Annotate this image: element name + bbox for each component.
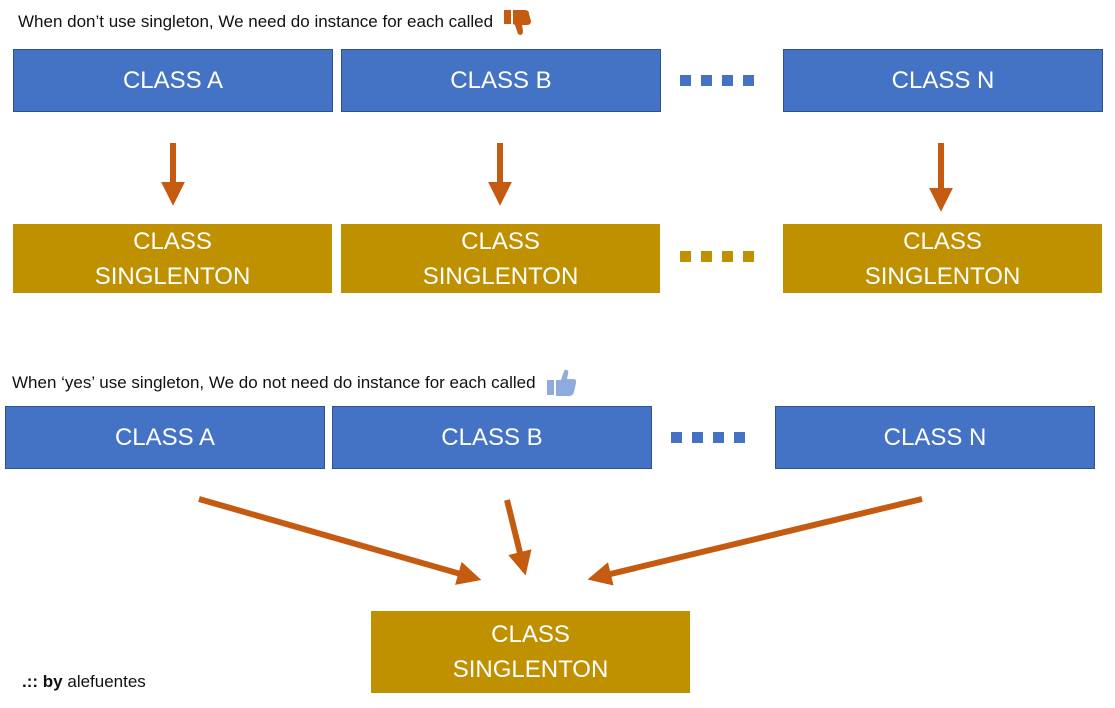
- bottom-class-a-box: CLASS A: [5, 406, 325, 469]
- top-caption-text: When don’t use singleton, We need do ins…: [18, 12, 494, 31]
- top-singleton-box-2: CLASS SINGLENTON: [341, 224, 660, 293]
- top-caption: When don’t use singleton, We need do ins…: [18, 8, 533, 36]
- top-class-n-label: CLASS N: [891, 67, 995, 94]
- singleton-label-line1: CLASS: [903, 227, 982, 255]
- arrow-converge-a: [198, 496, 482, 585]
- bottom-caption-text: When ‘yes’ use singleton, We do not need…: [12, 373, 536, 392]
- singleton-label-line2: SINGLENTON: [864, 262, 1021, 290]
- bottom-class-ellipsis: [671, 432, 745, 443]
- bottom-caption: When ‘yes’ use singleton, We do not need…: [12, 368, 578, 398]
- top-class-a-box: CLASS A: [13, 49, 333, 112]
- top-class-ellipsis: [680, 75, 754, 86]
- thumbs-up-icon: [546, 369, 576, 396]
- bottom-class-b-label: CLASS B: [441, 424, 543, 451]
- singleton-label-line2: SINGLENTON: [94, 262, 251, 290]
- credit-text: .:: by alefuentes: [22, 672, 146, 692]
- top-class-a-label: CLASS A: [122, 67, 224, 94]
- credit-by: by: [42, 672, 63, 691]
- arrow-converge-n: [587, 496, 923, 586]
- singleton-label-line2: SINGLENTON: [452, 656, 609, 683]
- bottom-class-a-label: CLASS A: [114, 424, 216, 451]
- top-singleton-box-n: CLASS SINGLENTON: [783, 224, 1102, 293]
- singleton-label-line1: CLASS: [133, 227, 212, 255]
- arrow-converge-b: [504, 499, 532, 576]
- singleton-label-line2: SINGLENTON: [422, 262, 579, 290]
- top-singleton-ellipsis: [680, 251, 754, 262]
- bottom-singleton-box: CLASS SINGLENTON: [371, 611, 690, 693]
- bottom-class-n-box: CLASS N: [775, 406, 1095, 469]
- credit-author: alefuentes: [67, 672, 146, 691]
- singleton-label-line1: CLASS: [461, 227, 540, 255]
- bottom-class-b-box: CLASS B: [332, 406, 652, 469]
- top-class-b-label: CLASS B: [450, 67, 552, 94]
- singleton-label-line1: CLASS: [491, 621, 570, 648]
- thumbs-down-icon: [504, 10, 532, 35]
- top-singleton-box-1: CLASS SINGLENTON: [13, 224, 332, 293]
- bottom-class-n-label: CLASS N: [883, 424, 987, 451]
- top-class-b-box: CLASS B: [341, 49, 661, 112]
- top-class-n-box: CLASS N: [783, 49, 1103, 112]
- credit-prefix: .::: [22, 672, 43, 691]
